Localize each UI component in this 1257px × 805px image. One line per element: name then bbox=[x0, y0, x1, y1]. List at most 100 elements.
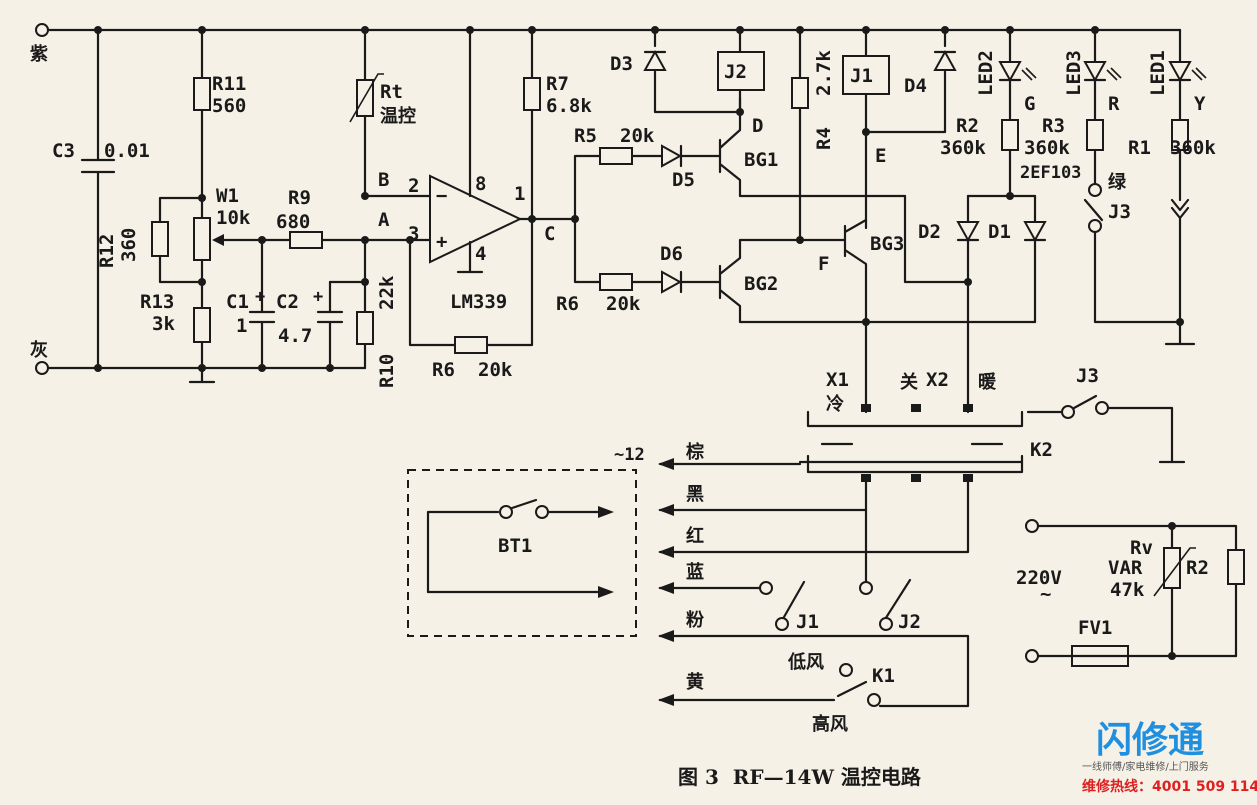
bt1-label: BT1 bbox=[498, 535, 532, 557]
d5-diode bbox=[661, 144, 683, 168]
led1-label: LED1 bbox=[1147, 50, 1169, 96]
r13-value: 3k bbox=[152, 313, 175, 335]
watermark: 闪修通 一线师傅/家电维修/上门服务 维修热线：4001 509 114 bbox=[1082, 720, 1257, 795]
node-b-label: B bbox=[378, 169, 389, 191]
rv-varistor bbox=[1163, 547, 1181, 589]
c3-label: C3 bbox=[52, 140, 75, 162]
r12-resistor bbox=[151, 221, 169, 257]
r1-label: R1 bbox=[1128, 137, 1151, 159]
opamp-section: −+ B A 2 3 8 4 1 LM339 R6 20k R7 6.8k C bbox=[378, 26, 592, 381]
output-wires: ~12 棕 黑 红 蓝 粉 J1 J2 低风 黄 K1 高风 bbox=[614, 441, 970, 735]
r6-label: R6 bbox=[556, 293, 579, 315]
watermark-hotline: 维修热线：4001 509 114 bbox=[1082, 778, 1257, 795]
j3-contact-top bbox=[1088, 183, 1102, 197]
led3-color: R bbox=[1108, 93, 1120, 115]
led1-indicator bbox=[1168, 61, 1192, 83]
r5-label: R5 bbox=[574, 125, 597, 147]
supply-label: ~12 bbox=[614, 445, 645, 465]
fuse-label: FV1 bbox=[1078, 617, 1112, 639]
r13-label: R13 bbox=[140, 291, 174, 313]
x2-label: X2 bbox=[926, 369, 949, 391]
r2-power-resistor bbox=[1227, 549, 1245, 585]
opamp-label: LM339 bbox=[450, 291, 507, 313]
r12-label: R12 bbox=[96, 234, 118, 268]
led1-color: Y bbox=[1194, 93, 1206, 115]
c1-value: 1 bbox=[236, 315, 247, 337]
r2-value: 360k bbox=[940, 137, 986, 159]
w1-value: 10k bbox=[216, 207, 251, 229]
d2-diode bbox=[956, 221, 980, 243]
svg-text:+: + bbox=[255, 287, 265, 307]
pin3-label: 3 bbox=[408, 223, 419, 245]
x1-label: X1 bbox=[826, 369, 849, 391]
d6-label: D6 bbox=[660, 243, 683, 265]
bt1-dashed-enclosure bbox=[407, 469, 637, 637]
led-section: LED2 G R2 360k 2EF103 LED3 R R3 360k 绿 J… bbox=[940, 26, 1216, 346]
terminal-purple-label: 紫 bbox=[30, 43, 48, 65]
diode-part-label: 2EF103 bbox=[1020, 163, 1081, 183]
rt-desc: 温控 bbox=[380, 105, 416, 127]
pin1-label: 1 bbox=[514, 183, 525, 205]
terminal-gray-label: 灰 bbox=[30, 339, 48, 361]
r6-fb-label: R6 bbox=[432, 359, 455, 381]
watermark-brand: 闪修通 bbox=[1096, 720, 1204, 761]
d3-diode bbox=[643, 49, 667, 71]
r9-resistor bbox=[289, 231, 323, 249]
pin2-label: 2 bbox=[408, 175, 419, 197]
c2-label: C2 bbox=[276, 291, 299, 313]
r10-label: R10 bbox=[376, 354, 398, 388]
r3-value: 360k bbox=[1024, 137, 1070, 159]
j3-led-label: J3 bbox=[1108, 201, 1131, 223]
bg2-label: BG2 bbox=[744, 273, 778, 295]
d4-label: D4 bbox=[904, 75, 927, 97]
wire-yellow: 黄 bbox=[686, 671, 704, 693]
led3-indicator bbox=[1083, 61, 1107, 83]
r6-value: 20k bbox=[606, 293, 641, 315]
c2-value: 4.7 bbox=[278, 325, 312, 347]
off-label: 关 bbox=[900, 371, 918, 393]
d2-label: D2 bbox=[918, 221, 941, 243]
rt-label: Rt bbox=[380, 81, 403, 103]
r1-value: 360k bbox=[1170, 137, 1216, 159]
r2-label: R2 bbox=[956, 115, 979, 137]
r11-value: 560 bbox=[212, 95, 246, 117]
wire-red: 红 bbox=[686, 525, 704, 547]
r2-power-label: R2 bbox=[1186, 557, 1209, 579]
r11-resistor bbox=[193, 77, 211, 111]
d3-label: D3 bbox=[610, 53, 633, 75]
low-fan-label: 低风 bbox=[787, 651, 824, 673]
j1-label: J1 bbox=[850, 65, 873, 87]
led2-indicator bbox=[998, 61, 1022, 83]
figure-caption: 图 3 RF—14W 温控电路 bbox=[678, 765, 922, 789]
svg-text:+: + bbox=[436, 231, 447, 253]
r11-label: R11 bbox=[212, 73, 246, 95]
node-c-label: C bbox=[544, 223, 555, 245]
r7-label: R7 bbox=[546, 73, 569, 95]
r3-label: R3 bbox=[1042, 115, 1065, 137]
d5-label: D5 bbox=[672, 169, 695, 191]
driver-section: R5 20k D5 BG1 D R6 20k D6 BG2 D3 J2 bbox=[556, 26, 1047, 414]
r7-resistor bbox=[523, 77, 541, 111]
j2-switch-label: J2 bbox=[898, 611, 921, 633]
node-f-label: F bbox=[818, 253, 829, 275]
watermark-slogan: 一线师傅/家电维修/上门服务 bbox=[1082, 760, 1209, 773]
d4-diode bbox=[933, 49, 957, 71]
j1-relay bbox=[842, 55, 890, 95]
w1-potentiometer bbox=[193, 217, 211, 261]
j3-switch-label: J3 bbox=[1076, 365, 1099, 387]
r9-value: 680 bbox=[276, 211, 310, 233]
bg1-label: BG1 bbox=[744, 149, 778, 171]
green-label: 绿 bbox=[1108, 171, 1127, 193]
lm339-opamp bbox=[429, 174, 523, 264]
d1-diode bbox=[1023, 221, 1047, 243]
j3-contact-bottom bbox=[1088, 219, 1102, 233]
k1-label: K1 bbox=[872, 665, 895, 687]
wire-pink: 粉 bbox=[686, 609, 704, 631]
node-a-label: A bbox=[378, 209, 390, 231]
j2-label: J2 bbox=[724, 61, 747, 83]
c1-label: C1 bbox=[226, 291, 249, 313]
r12-value: 360 bbox=[118, 228, 140, 262]
w1-label: W1 bbox=[216, 185, 239, 207]
j1-switch-label: J1 bbox=[796, 611, 819, 633]
